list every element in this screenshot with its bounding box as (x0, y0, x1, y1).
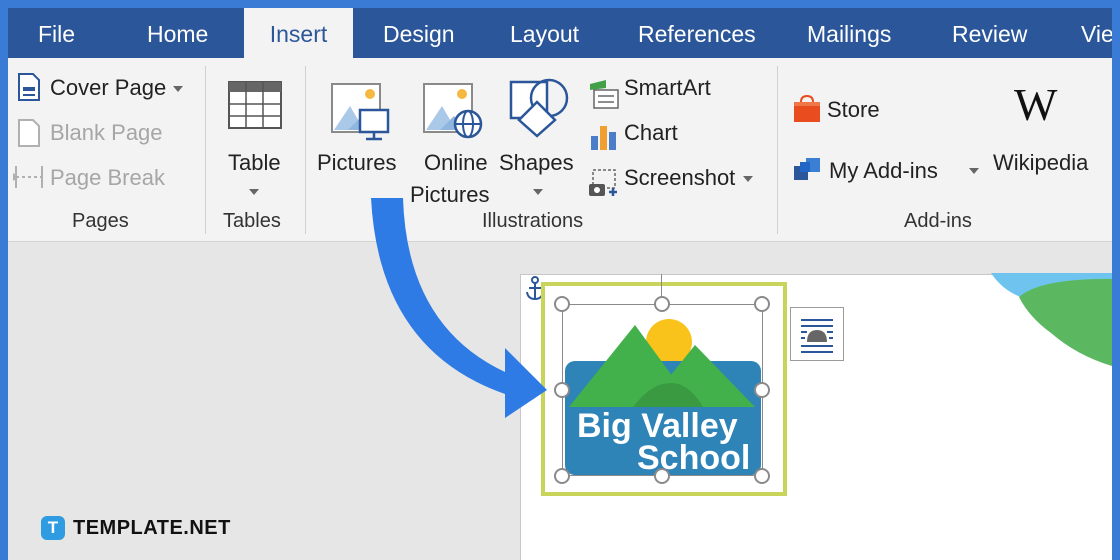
pictures-icon (331, 83, 390, 141)
table-icon (228, 81, 282, 129)
word-window: File Home Insert Design Layout Reference… (8, 8, 1112, 560)
cover-page-button[interactable]: Cover Page (50, 75, 167, 100)
tutorial-arrow-icon (371, 198, 547, 418)
blank-page-icon (18, 119, 40, 147)
resize-handle-top[interactable] (654, 296, 670, 312)
resize-handle-bottom-right[interactable] (754, 468, 770, 484)
resize-handle-bottom[interactable] (654, 468, 670, 484)
resize-handle-left[interactable] (554, 382, 570, 398)
my-addins-dropdown-icon[interactable] (969, 168, 979, 174)
page-break-button[interactable]: Page Break (50, 165, 165, 190)
tab-mailings[interactable]: Mailings (807, 21, 892, 47)
table-button[interactable]: Table (228, 150, 281, 175)
separator (305, 66, 306, 234)
separator (205, 66, 206, 234)
screenshot-button[interactable]: Screenshot (624, 165, 736, 190)
shapes-icon (509, 78, 569, 138)
cover-page-icon (18, 73, 40, 101)
background-graphic (991, 273, 1112, 367)
online-pictures-button[interactable]: Online (424, 150, 488, 175)
tab-view[interactable]: Vie (1081, 21, 1112, 47)
shapes-dropdown-icon[interactable] (533, 189, 543, 195)
big-valley-school-logo (565, 319, 761, 475)
tables-group-label: Tables (223, 210, 281, 232)
tab-home[interactable]: Home (147, 21, 209, 47)
logo-title-line2: School (637, 439, 751, 477)
online-pictures-button-line2[interactable]: Pictures (410, 182, 490, 207)
tab-review[interactable]: Review (952, 21, 1028, 47)
cover-page-dropdown-icon[interactable] (173, 86, 183, 92)
tab-layout[interactable]: Layout (510, 21, 580, 47)
image-selection-box[interactable]: Big Valley School (562, 304, 763, 476)
my-addins-icon (794, 158, 820, 180)
resize-handle-top-right[interactable] (754, 296, 770, 312)
resize-handle-top-left[interactable] (554, 296, 570, 312)
tab-references[interactable]: References (638, 21, 756, 47)
brand-badge: T (41, 516, 65, 540)
logo-title-line1: Big Valley (577, 407, 738, 445)
pictures-button[interactable]: Pictures (317, 150, 397, 175)
screenshot-icon (589, 169, 617, 196)
chart-button[interactable]: Chart (624, 120, 678, 145)
tab-design[interactable]: Design (383, 21, 455, 47)
smartart-icon (590, 80, 619, 109)
my-addins-button[interactable]: My Add-ins (829, 158, 938, 183)
shapes-button[interactable]: Shapes (499, 150, 574, 175)
screenshot-dropdown-icon[interactable] (743, 176, 753, 182)
addins-group-label: Add-ins (904, 210, 972, 232)
illustrations-group-label: Illustrations (482, 210, 584, 232)
wrap-text-icon (801, 319, 833, 353)
layout-options-button[interactable] (790, 307, 844, 361)
brand-name: TEMPLATE.NET (73, 517, 231, 539)
store-button[interactable]: Store (827, 97, 880, 122)
chart-icon (591, 126, 616, 150)
tab-insert[interactable]: Insert (244, 8, 353, 58)
smartart-button[interactable]: SmartArt (624, 75, 711, 100)
tab-file[interactable]: File (38, 21, 76, 47)
rotate-handle-stem (661, 274, 662, 304)
online-pictures-icon (423, 83, 483, 139)
wikipedia-logo: W (1014, 79, 1058, 130)
blank-page-button[interactable]: Blank Page (50, 120, 163, 145)
pages-group-label: Pages (72, 210, 129, 232)
resize-handle-bottom-left[interactable] (554, 468, 570, 484)
ribbon-insert-panel: Cover Page Blank Page Page Break Pages (8, 58, 1112, 242)
table-dropdown-icon[interactable] (249, 189, 259, 195)
separator (777, 66, 778, 234)
store-icon (794, 94, 820, 122)
page-break-icon (13, 166, 43, 188)
wikipedia-button[interactable]: Wikipedia (993, 150, 1089, 175)
ribbon-tab-bar: File Home Insert Design Layout Reference… (8, 8, 1112, 58)
resize-handle-right[interactable] (754, 382, 770, 398)
